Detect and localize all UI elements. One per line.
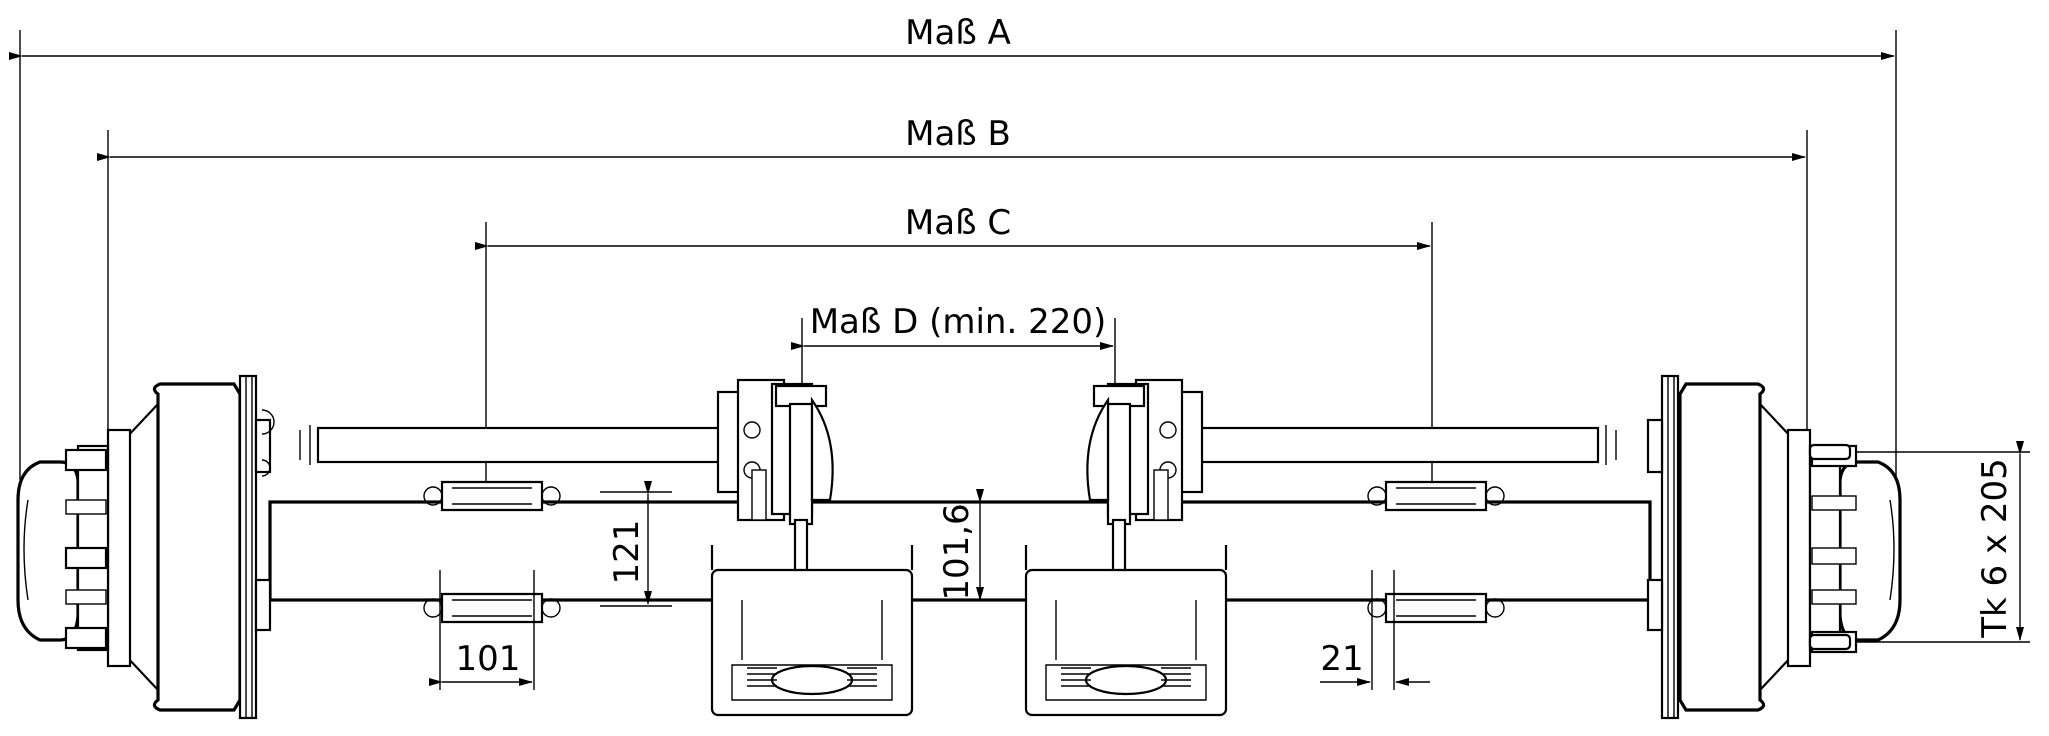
dimension-c-label: Maß C [905, 203, 1011, 243]
dimension-beam-height [600, 481, 672, 607]
right-lower-clamp [1366, 592, 1506, 624]
axle-beam [268, 500, 1652, 602]
dimension-bolt-circle [1856, 441, 2030, 643]
dimension-offset-label: 21 [1320, 639, 1363, 679]
dimension-bolt-circle-label: Tk 6 x 205 [1975, 458, 2015, 639]
dimension-offset [1320, 570, 1430, 690]
right-hub [1808, 443, 1902, 654]
left-upper-clamp [422, 480, 562, 512]
left-hub [16, 444, 110, 652]
dimension-b-label: Maß B [905, 114, 1011, 154]
right-air-spring [1024, 543, 1228, 717]
left-brake-unit [716, 378, 834, 592]
dimension-bracket-width-label: 101 [456, 639, 521, 679]
right-upper-clamp [1366, 480, 1506, 512]
dimension-b [97, 130, 1808, 440]
upper-tube [299, 425, 1617, 465]
dimension-beam-height-label: 121 [607, 520, 647, 585]
left-drum [106, 374, 275, 720]
dimension-a-label: Maß A [905, 13, 1011, 53]
dimension-center-height-label: 101,6 [937, 503, 977, 600]
right-brake-unit [1086, 378, 1204, 592]
dimension-d-label: Maß D (min. 220) [810, 302, 1107, 342]
dimension-bracket-width [429, 570, 535, 690]
left-air-spring [710, 543, 914, 717]
dimension-c [475, 222, 1433, 545]
right-drum [1646, 374, 1812, 720]
dimension-a [9, 30, 1897, 480]
left-lower-clamp [422, 592, 562, 624]
